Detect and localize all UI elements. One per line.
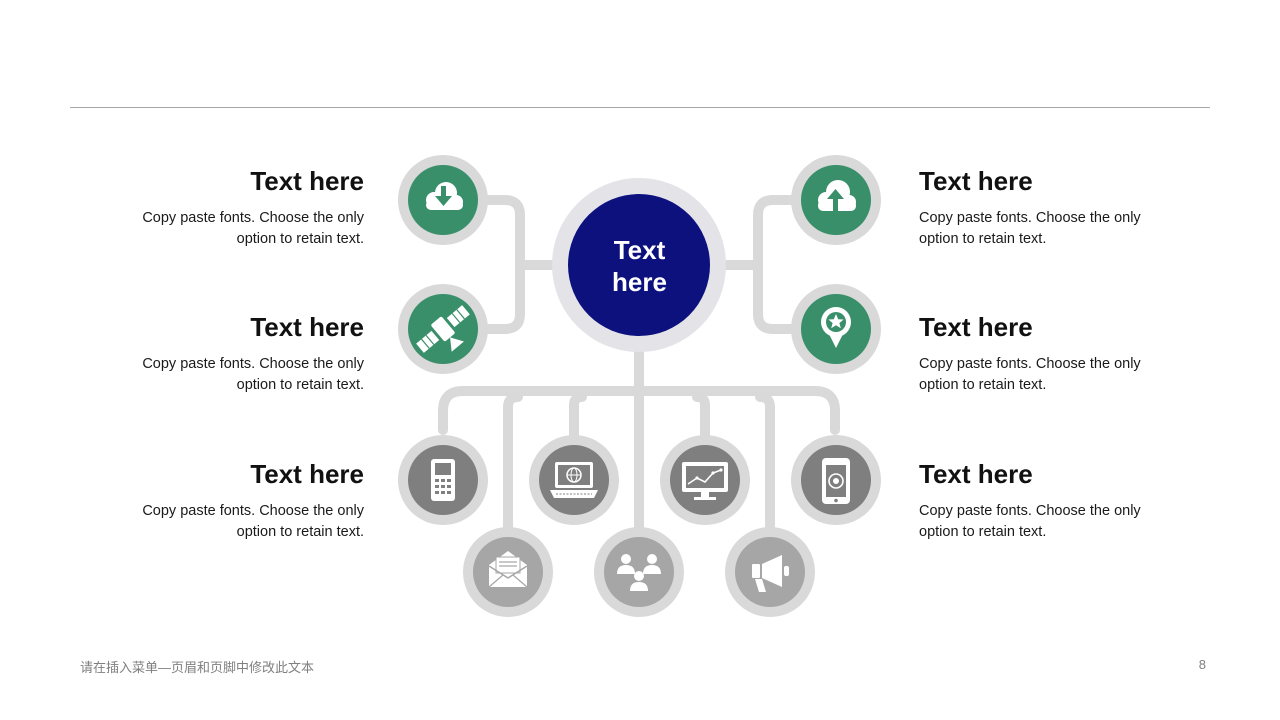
people-group-icon [617, 554, 661, 591]
center-hub-label: Text here [569, 234, 710, 298]
smartphone-target-icon [822, 458, 850, 504]
location-pin-star-icon [821, 307, 851, 348]
text-block-left-2: Text here Copy paste fonts. Choose the o… [124, 312, 364, 396]
text-block-right-3: Text here Copy paste fonts. Choose the o… [919, 459, 1159, 543]
text-block-title: Text here [250, 312, 364, 342]
text-block-title: Text here [919, 312, 1033, 342]
text-block-title: Text here [919, 459, 1033, 489]
text-block-left-1: Text here Copy paste fonts. Choose the o… [124, 166, 364, 250]
laptop-globe-icon [550, 462, 598, 498]
text-block-left-3: Text here Copy paste fonts. Choose the o… [124, 459, 364, 543]
connector-left [438, 195, 563, 334]
center-hub-line-2: here [612, 267, 667, 297]
node-satellite [398, 284, 488, 374]
connector-branch-laptop [569, 392, 587, 445]
connector-branch-monitor [692, 392, 710, 445]
connector-branch-megaphone [755, 392, 775, 577]
node-envelope [463, 527, 553, 617]
center-hub-line-1: Text [613, 235, 666, 265]
node-smartphone [791, 435, 881, 525]
monitor-chart-icon [682, 462, 728, 500]
node-location-pin [791, 284, 881, 374]
center-hub [568, 194, 710, 336]
connector-right [717, 195, 841, 334]
node-laptop [529, 435, 619, 525]
megaphone-icon [752, 555, 789, 592]
node-monitor [660, 435, 750, 525]
node-cloud-upload [791, 155, 881, 245]
text-block-right-1: Text here Copy paste fonts. Choose the o… [919, 166, 1159, 250]
connector-branch-envelope [503, 392, 523, 577]
envelope-icon [488, 551, 528, 588]
text-block-title: Text here [919, 166, 1033, 196]
satellite-icon [416, 305, 470, 353]
footer-text: 请在插入菜单—页眉和页脚中修改此文本 [80, 660, 315, 675]
text-block-right-2: Text here Copy paste fonts. Choose the o… [919, 312, 1159, 396]
connector-bottom-bar [438, 386, 840, 435]
page-number: 8 [1198, 657, 1206, 672]
header-divider [70, 107, 1210, 108]
text-block-title: Text here [250, 459, 364, 489]
node-cloud-download [398, 155, 488, 245]
node-mobile-phone [398, 435, 488, 525]
mobile-phone-icon [431, 459, 455, 501]
node-megaphone [725, 527, 815, 617]
node-people [594, 527, 684, 617]
text-block-title: Text here [250, 166, 364, 196]
